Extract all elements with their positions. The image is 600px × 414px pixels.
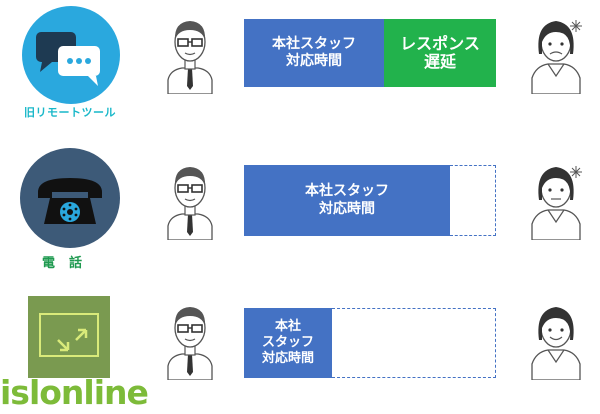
customer-icon [531, 307, 581, 380]
chat-bubbles-icon [22, 6, 120, 104]
staff-time-bar: 本社スタッフ 対応時間 [244, 165, 450, 236]
customer-icon [531, 166, 582, 240]
response-delay-bar: レスポンス 遅延 [384, 19, 496, 87]
telephone-icon [20, 148, 120, 248]
staff-time-label: 本社スタッフ 対応時間 [305, 183, 389, 217]
saved-time-outline [332, 308, 496, 378]
phone-label: 電話 [41, 256, 96, 271]
customer-icon [531, 20, 582, 94]
operator-icon [167, 21, 213, 94]
saved-time-outline [450, 165, 496, 236]
staff-time-label: 本社スタッフ 対応時間 [272, 35, 356, 70]
staff-time-bar: 本社スタッフ 対応時間 [244, 19, 384, 87]
staff-time-label: 本社 スタッフ 対応時間 [261, 318, 314, 367]
response-delay-label: レスポンス 遅延 [400, 33, 480, 71]
staff-time-bar: 本社 スタッフ 対応時間 [244, 308, 332, 378]
islonline-logo: islonline [0, 373, 149, 412]
operator-icon [167, 307, 213, 380]
old-remote-tool-label: 旧リモートツール [24, 106, 116, 119]
operator-icon [167, 167, 213, 240]
remote-screen-icon [28, 296, 110, 378]
